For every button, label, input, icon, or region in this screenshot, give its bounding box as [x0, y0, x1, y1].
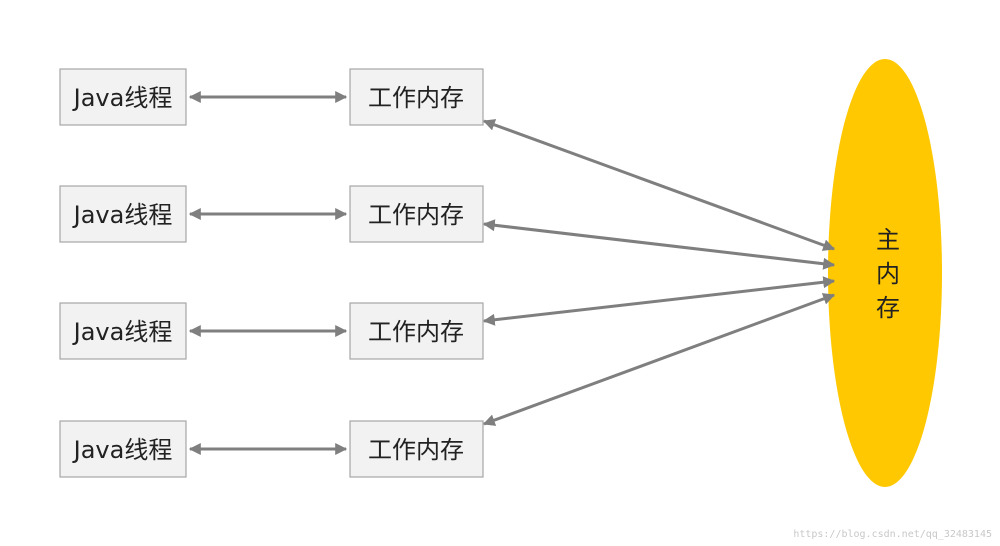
memory-main-arrow-2 [482, 219, 836, 270]
java-thread-label-3: Java线程 [72, 318, 173, 346]
working-memory-label-1: 工作内存 [368, 84, 464, 112]
working-memory-label-2: 工作内存 [368, 201, 464, 229]
working-memory-box-4: 工作内存 [349, 420, 484, 478]
working-memory-label-3: 工作内存 [368, 318, 464, 346]
watermark-text: https://blog.csdn.net/qq_32483145 [793, 529, 992, 540]
java-thread-box-3: Java线程 [59, 302, 187, 360]
java-thread-box-2: Java线程 [59, 185, 187, 243]
main-memory-ellipse [828, 59, 942, 487]
java-thread-box-4: Java线程 [59, 420, 187, 478]
main-memory-label-line-3: 存 [876, 294, 900, 322]
java-thread-box-1: Java线程 [59, 68, 187, 126]
working-memory-box-3: 工作内存 [349, 302, 484, 360]
main-memory-label-line-1: 主 [876, 226, 900, 254]
java-thread-label-1: Java线程 [72, 84, 173, 112]
working-memory-label-4: 工作内存 [368, 436, 464, 464]
java-thread-label-2: Java线程 [72, 201, 173, 229]
working-memory-box-2: 工作内存 [349, 185, 484, 243]
working-memory-box-1: 工作内存 [349, 68, 484, 126]
java-thread-label-4: Java线程 [72, 436, 173, 464]
main-memory-label-line-2: 内 [876, 260, 900, 288]
memory-main-arrow-4 [482, 293, 836, 426]
